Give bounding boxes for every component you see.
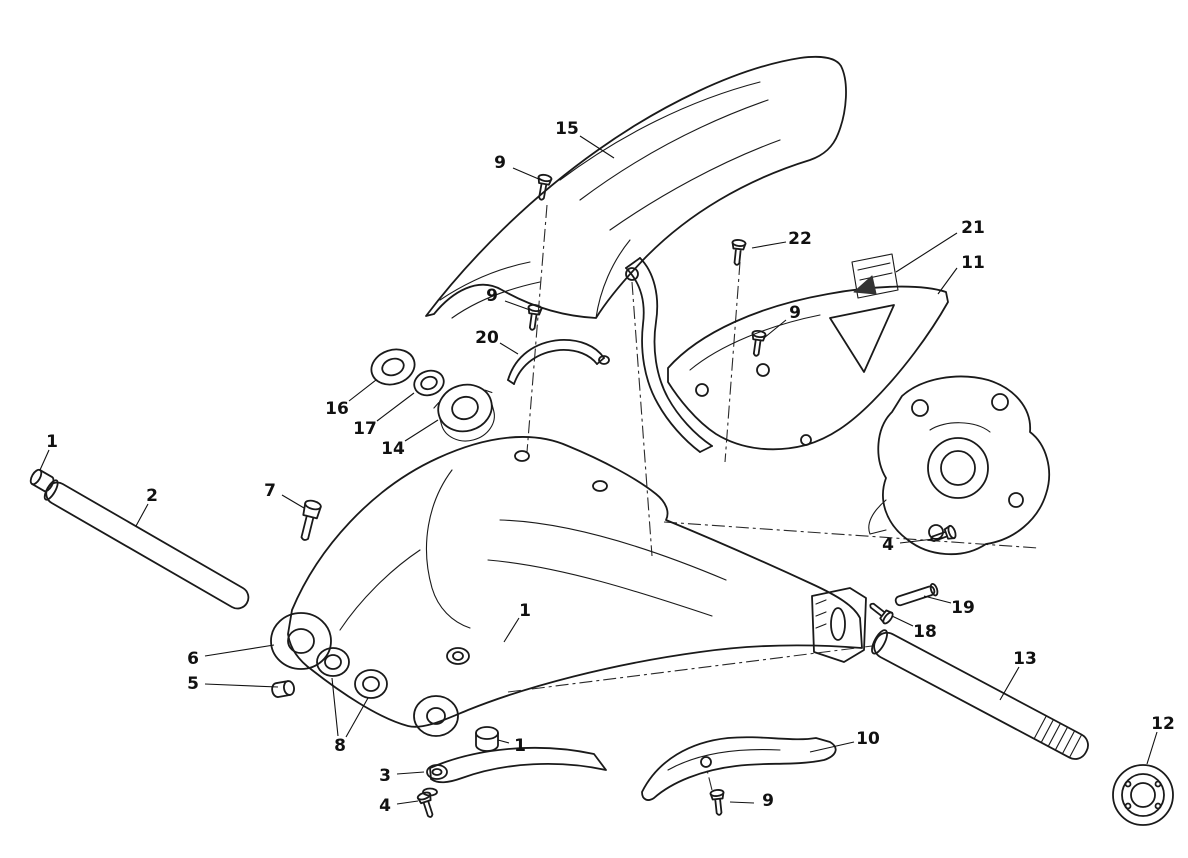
callout-label-17: 17 [353,419,377,439]
sticker-part [851,253,899,299]
callout-label-21: 21 [961,218,985,238]
fender-bracket-part [625,257,713,453]
callout-leader-16 [348,379,377,402]
callout-label-8: 8 [334,736,346,756]
callout-label-16: 16 [325,399,349,419]
callout-leader-15 [579,135,615,159]
callout-leader-12 [1146,731,1158,765]
callout-label-22: 22 [788,229,812,249]
callout-label-6: 6 [187,649,199,669]
callout-label-12: 12 [1151,714,1175,734]
callout-label-10: 10 [856,729,880,749]
screw-icon [748,329,767,358]
callout-label-9: 9 [762,791,774,811]
callout-leader-1 [503,617,520,643]
chain-adjuster-part [811,587,867,663]
axle-nut-part [1112,764,1174,826]
callout-leader-11 [937,267,958,295]
assembly-axis-lines [507,204,1039,791]
callout-leader-1 [39,449,50,471]
callout-label-2: 2 [146,486,158,506]
callout-leader-8 [331,677,339,737]
callout-label-1: 1 [46,432,58,452]
rod-bushing-part [29,468,55,493]
callout-leader-9 [763,319,787,339]
callout-label-13: 13 [1013,649,1037,669]
washer-part [413,369,445,397]
callout-label-5: 5 [187,674,199,694]
center-bushing-part [475,726,499,752]
screw-icon [865,598,896,626]
guide-bracket-part [507,339,610,385]
callout-leader-3 [396,771,425,775]
callout-label-20: 20 [475,328,499,348]
callout-label-15: 15 [555,119,579,139]
callout-leader-22 [751,241,787,249]
callout-leader-9 [729,801,755,804]
rear-fender-part [425,55,847,319]
seal-ring-part [370,348,416,386]
callout-label-11: 11 [961,253,985,273]
pivot-rod-part [29,468,250,610]
callout-label-9: 9 [486,286,498,306]
adjuster-pin-part [894,582,939,607]
callout-leader-21 [895,232,958,273]
brace-arm-part [422,746,607,797]
callout-leader-1 [497,739,510,744]
callout-label-18: 18 [913,622,937,642]
callout-leader-20 [499,342,519,355]
callout-label-3: 3 [379,766,391,786]
callout-leader-4 [396,800,419,805]
callout-leader-10 [809,741,855,753]
bearing-part [316,647,388,699]
callout-leader-17 [376,392,415,422]
callout-leader-9 [512,167,542,181]
callout-leader-2 [135,503,149,527]
callout-label-7: 7 [264,481,276,501]
callout-label-4: 4 [882,535,894,555]
swingarm-part [270,436,863,737]
callout-label-4: 4 [379,796,391,816]
callout-leader-7 [281,494,305,509]
chain-guard-part [667,285,949,451]
callout-leader-9 [504,300,531,311]
callout-label-14: 14 [381,439,405,459]
screw-icon [709,788,727,817]
callout-leader-13 [999,666,1020,701]
callout-leader-18 [891,615,914,627]
flanged-hub-part [433,383,495,442]
callout-leader-14 [404,419,439,442]
axle-part [871,629,1089,760]
callout-leader-8 [345,697,369,738]
callout-leader-6 [204,644,275,657]
callout-leader-5 [204,683,279,688]
callout-label-19: 19 [951,598,975,618]
callout-label-9: 9 [494,153,506,173]
callout-label-9: 9 [789,303,801,323]
callout-label-1: 1 [519,601,531,621]
callout-label-1: 1 [514,736,526,756]
shoulder-bolt-part [300,499,322,541]
plug-part [271,680,295,698]
callout-leader-4 [899,537,943,544]
callout-leader-19 [923,595,952,604]
screw-icon [729,238,747,267]
screw-icon [524,303,543,332]
caliper-bracket-part [868,375,1050,556]
chain-slider-part [641,736,837,801]
